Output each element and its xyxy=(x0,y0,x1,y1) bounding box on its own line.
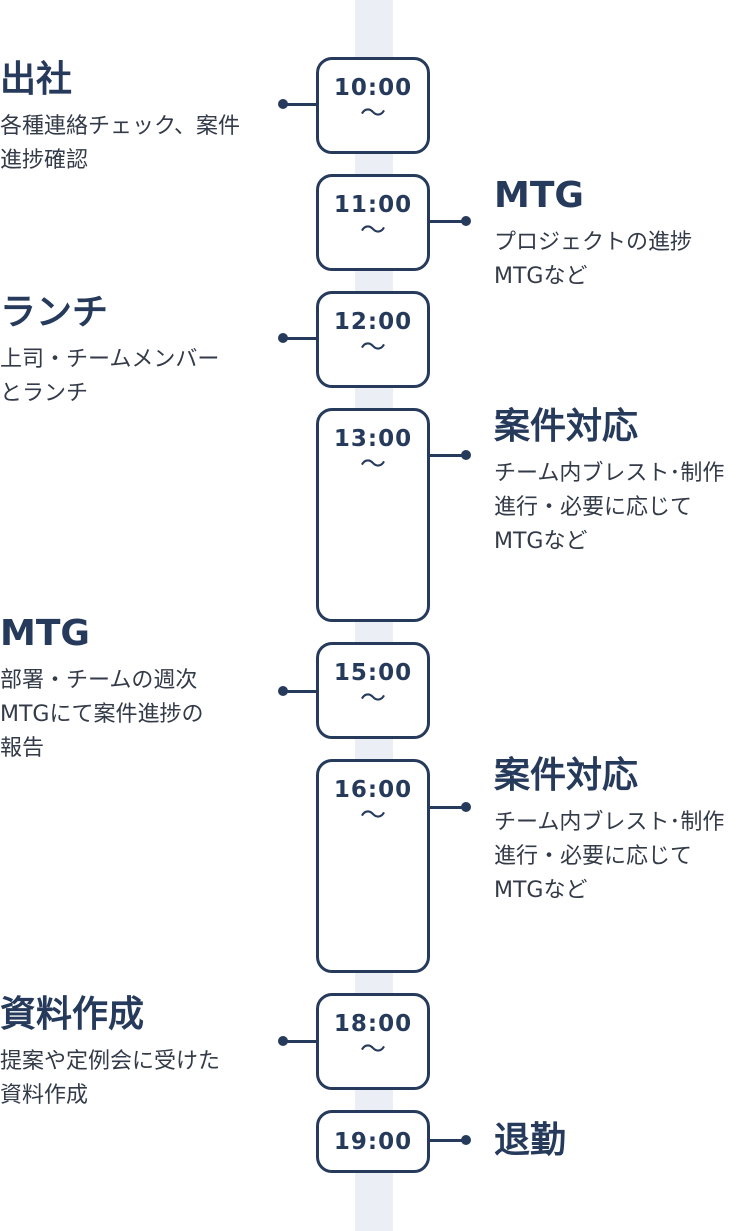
event-description: 部署・チームの週次 MTGにて案件進捗の 報告 xyxy=(0,668,204,761)
time-block-1100: 11:00 〜 xyxy=(316,174,430,271)
connector-line xyxy=(430,806,466,809)
event-leave-office: 退勤 xyxy=(494,1119,566,1163)
connector-line xyxy=(284,1040,316,1043)
time-block-1800: 18:00 〜 xyxy=(316,993,430,1090)
connector-dot xyxy=(278,686,288,696)
event-title: MTG xyxy=(0,613,90,654)
connector-dot xyxy=(461,450,471,460)
time-block-1200: 12:00 〜 xyxy=(316,291,430,388)
event-lunch: ランチ 上司・チームメンバー とランチ xyxy=(0,291,219,411)
event-arrival: 出社 各種連絡チェック、案件 進捗確認 xyxy=(0,58,240,178)
time-label: 19:00 xyxy=(333,1129,413,1155)
tilde-mark: 〜 xyxy=(359,1035,386,1065)
time-label: 15:00 xyxy=(333,660,413,686)
time-label: 18:00 xyxy=(333,1011,413,1037)
connector-line xyxy=(430,220,466,223)
tilde-mark: 〜 xyxy=(359,801,386,831)
connector-line xyxy=(284,690,316,693)
event-title: 案件対応 xyxy=(494,406,639,447)
connector-dot xyxy=(461,802,471,812)
connector-line xyxy=(284,103,316,106)
event-mtg-project: MTG プロジェクトの進捗 MTGなど xyxy=(494,174,692,294)
event-project-work-1: 案件対応 チーム内ブレスト･制作 進行・必要に応じて MTGなど xyxy=(494,405,724,559)
connector-dot xyxy=(278,1036,288,1046)
connector-dot xyxy=(461,216,471,226)
time-label: 10:00 xyxy=(333,75,413,101)
event-description: 上司・チームメンバー とランチ xyxy=(0,347,220,406)
connector-dot xyxy=(461,1135,471,1145)
time-block-1000: 10:00 〜 xyxy=(316,57,430,154)
event-description: チーム内ブレスト･制作 進行・必要に応じて MTGなど xyxy=(494,810,725,903)
connector-line xyxy=(284,337,316,340)
tilde-mark: 〜 xyxy=(359,99,386,129)
connector-dot xyxy=(278,333,288,343)
event-title: 資料作成 xyxy=(0,994,145,1035)
tilde-mark: 〜 xyxy=(359,684,386,714)
connector-line xyxy=(430,1139,466,1142)
event-title: 案件対応 xyxy=(494,755,639,796)
event-title: MTG xyxy=(494,175,584,216)
time-label: 11:00 xyxy=(333,192,413,218)
event-description: 各種連絡チェック、案件 進捗確認 xyxy=(0,114,241,173)
event-project-work-2: 案件対応 チーム内ブレスト･制作 進行・必要に応じて MTGなど xyxy=(494,754,724,908)
event-title: ランチ xyxy=(0,292,109,333)
tilde-mark: 〜 xyxy=(359,333,386,363)
connector-line xyxy=(430,454,466,457)
time-label: 12:00 xyxy=(333,309,413,335)
time-label: 16:00 xyxy=(333,777,413,803)
event-description: プロジェクトの進捗 MTGなど xyxy=(494,230,693,289)
time-block-1900: 19:00 xyxy=(316,1110,430,1173)
event-description: チーム内ブレスト･制作 進行・必要に応じて MTGなど xyxy=(494,461,725,554)
tilde-mark: 〜 xyxy=(359,450,386,480)
connector-dot xyxy=(278,99,288,109)
event-mtg-weekly: MTG 部署・チームの週次 MTGにて案件進捗の 報告 xyxy=(0,612,203,766)
time-block-1300: 13:00 〜 xyxy=(316,408,430,622)
time-block-1600: 16:00 〜 xyxy=(316,759,430,973)
time-label: 13:00 xyxy=(333,426,413,452)
event-description: 提案や定例会に受けた 資料作成 xyxy=(0,1049,221,1108)
event-title: 出社 xyxy=(0,59,73,100)
event-title: 退勤 xyxy=(494,1120,567,1161)
event-documents: 資料作成 提案や定例会に受けた 資料作成 xyxy=(0,993,220,1113)
time-block-1500: 15:00 〜 xyxy=(316,642,430,739)
tilde-mark: 〜 xyxy=(359,216,386,246)
